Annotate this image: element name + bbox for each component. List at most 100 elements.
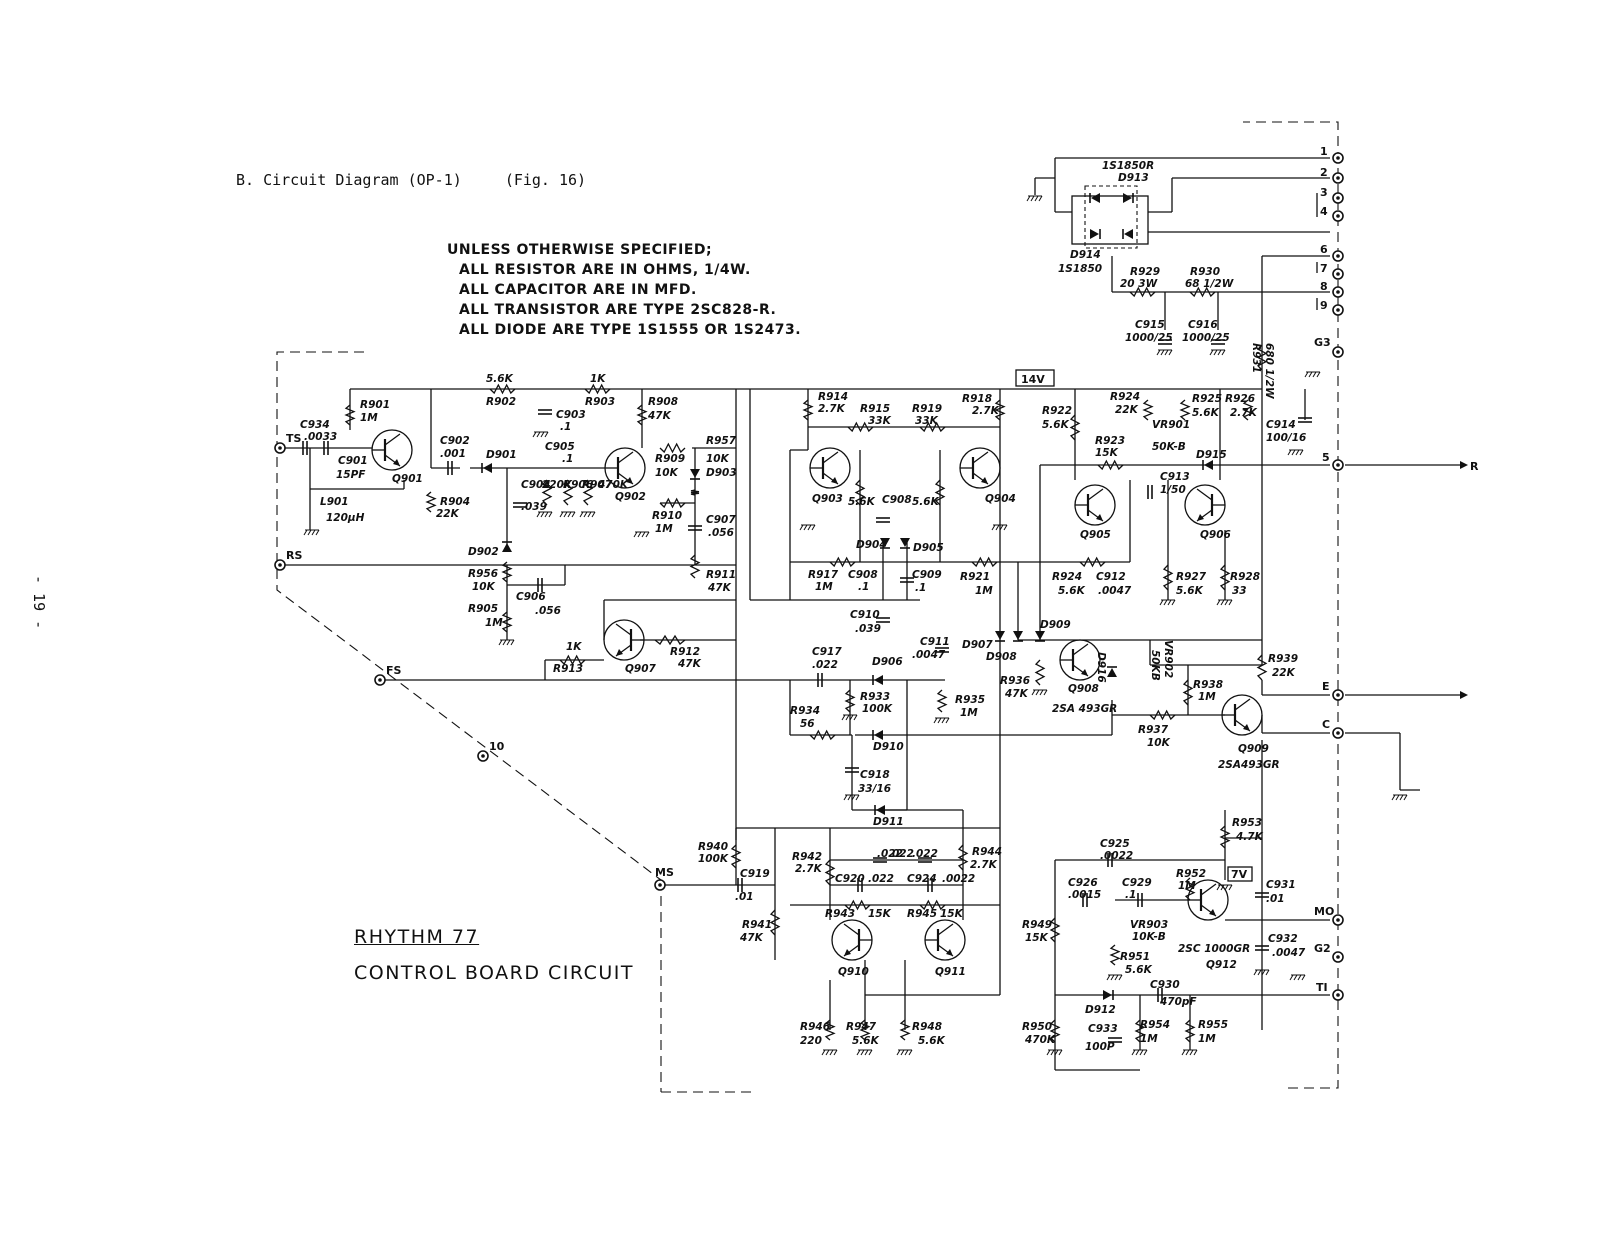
svg-text:R911: R911 <box>706 569 736 581</box>
left-terminals: TS RS FS 10 MS <box>274 432 674 891</box>
output-r-label: R <box>1470 460 1479 473</box>
resistor-symbol <box>501 611 513 633</box>
svg-text:C909: C909 <box>912 569 942 581</box>
svg-text:R902: R902 <box>486 396 516 408</box>
resistor-symbol <box>769 909 781 936</box>
terminal-fs: FS <box>374 664 402 686</box>
svg-text:47K: 47K <box>707 582 732 594</box>
svg-text:MS: MS <box>655 866 674 879</box>
svg-text:C919: C919 <box>740 868 770 880</box>
resistor-symbol <box>654 634 686 646</box>
resistor-symbol <box>1219 564 1231 591</box>
svg-text:15K: 15K <box>1095 447 1119 459</box>
svg-text:33K: 33K <box>868 415 892 427</box>
ground-icon <box>1216 599 1233 606</box>
svg-text:R904: R904 <box>440 496 470 508</box>
svg-text:.056: .056 <box>708 527 734 539</box>
svg-text:R907: R907 <box>582 479 613 491</box>
terminal-7: 7 <box>1320 262 1344 280</box>
svg-text:R938: R938 <box>1193 679 1223 691</box>
resistor-symbol <box>824 859 836 886</box>
ground-icon <box>1106 974 1123 981</box>
resistor-symbol <box>659 497 686 509</box>
ground-icon <box>633 531 650 538</box>
spec-note-line: ALL CAPACITOR ARE IN MFD. <box>459 282 697 298</box>
svg-text:R908: R908 <box>648 396 678 408</box>
terminal-3: 3 <box>1320 186 1344 204</box>
svg-text:.01: .01 <box>1266 893 1285 905</box>
svg-text:R942: R942 <box>792 851 822 863</box>
svg-text:C904: C904 <box>521 479 551 491</box>
svg-text:R919: R919 <box>912 403 942 415</box>
svg-text:10: 10 <box>489 740 505 753</box>
svg-text:C908: C908 <box>848 569 878 581</box>
capacitor-symbol <box>873 857 887 863</box>
resistor-symbol <box>1162 564 1174 591</box>
svg-text:R912: R912 <box>670 646 700 658</box>
svg-text:C925: C925 <box>1100 838 1130 850</box>
svg-text:1: 1 <box>1320 145 1328 158</box>
svg-text:R951: R951 <box>1120 951 1150 963</box>
svg-text:D904: D904 <box>856 539 887 551</box>
svg-text:D902: D902 <box>468 546 499 558</box>
terminal-6: 6 <box>1320 243 1344 262</box>
svg-text:1S1850: 1S1850 <box>1058 263 1102 275</box>
resistor-symbol <box>971 556 998 568</box>
svg-text:R924: R924 <box>1110 391 1140 403</box>
svg-text:R909: R909 <box>655 453 685 465</box>
svg-text:Q908: Q908 <box>1068 683 1099 695</box>
capacitor-symbol <box>688 525 702 531</box>
svg-text:Q905: Q905 <box>1080 529 1111 541</box>
svg-text:5.6K: 5.6K <box>1192 407 1220 419</box>
svg-text:R933: R933 <box>860 691 890 703</box>
ground-icon <box>799 524 816 531</box>
capacitor-symbol <box>1255 892 1269 898</box>
spec-notes: UNLESS OTHERWISE SPECIFIED; ALL RESISTOR… <box>447 240 801 340</box>
svg-text:22K: 22K <box>436 508 460 520</box>
capacitor-symbol <box>1157 988 1163 1002</box>
capacitor-symbol <box>323 441 329 455</box>
wiring <box>280 157 1460 1071</box>
svg-text:Q910: Q910 <box>838 966 869 978</box>
svg-text:14V: 14V <box>1021 373 1045 386</box>
svg-text:R955: R955 <box>1198 1019 1228 1031</box>
resistor-symbol <box>1109 944 1121 966</box>
svg-text:VR901: VR901 <box>1152 419 1190 431</box>
capacitor-symbol <box>737 878 743 892</box>
svg-text:D914: D914 <box>1070 249 1101 261</box>
svg-text:R949: R949 <box>1022 919 1052 931</box>
svg-text:D907: D907 <box>962 639 993 651</box>
resistor-symbol <box>936 689 948 713</box>
svg-text:R957: R957 <box>706 435 737 447</box>
svg-text:15K: 15K <box>940 908 964 920</box>
svg-text:470K: 470K <box>597 479 629 491</box>
resistor-symbol <box>425 491 437 513</box>
resistor-symbol <box>1189 286 1216 298</box>
svg-text:.0047: .0047 <box>1098 585 1132 597</box>
terminal-g2: G2 <box>1314 942 1344 963</box>
svg-text:C903: C903 <box>556 409 586 421</box>
svg-text:TI: TI <box>1316 981 1328 994</box>
svg-text:D908: D908 <box>986 651 1017 663</box>
svg-text:R934: R934 <box>790 705 820 717</box>
svg-text:C916: C916 <box>1188 319 1218 331</box>
resistor-symbol <box>1049 1019 1061 1043</box>
svg-text:C911: C911 <box>920 636 950 648</box>
svg-text:R936: R936 <box>1000 675 1030 687</box>
ground-icon <box>559 511 576 518</box>
svg-text:2SA 493GR: 2SA 493GR <box>1052 703 1117 715</box>
svg-text:220K: 220K <box>542 479 573 491</box>
svg-text:.022: .022 <box>912 848 938 860</box>
resistor-symbol <box>1142 399 1154 421</box>
resistor-symbol <box>501 561 513 583</box>
svg-text:2.7K: 2.7K <box>972 405 1000 417</box>
right-terminals: 1 2 3 4 6 7 8 9 G3 5 E C MO G2 TI R <box>1314 145 1479 1001</box>
resistor-symbol <box>1184 1019 1196 1043</box>
svg-text:2.7K: 2.7K <box>795 863 823 875</box>
resistor-symbol <box>690 489 700 496</box>
capacitor-symbol <box>927 878 933 892</box>
svg-text:2.7K: 2.7K <box>970 859 998 871</box>
svg-text:56: 56 <box>800 718 815 730</box>
svg-text:.0047: .0047 <box>1272 947 1306 959</box>
